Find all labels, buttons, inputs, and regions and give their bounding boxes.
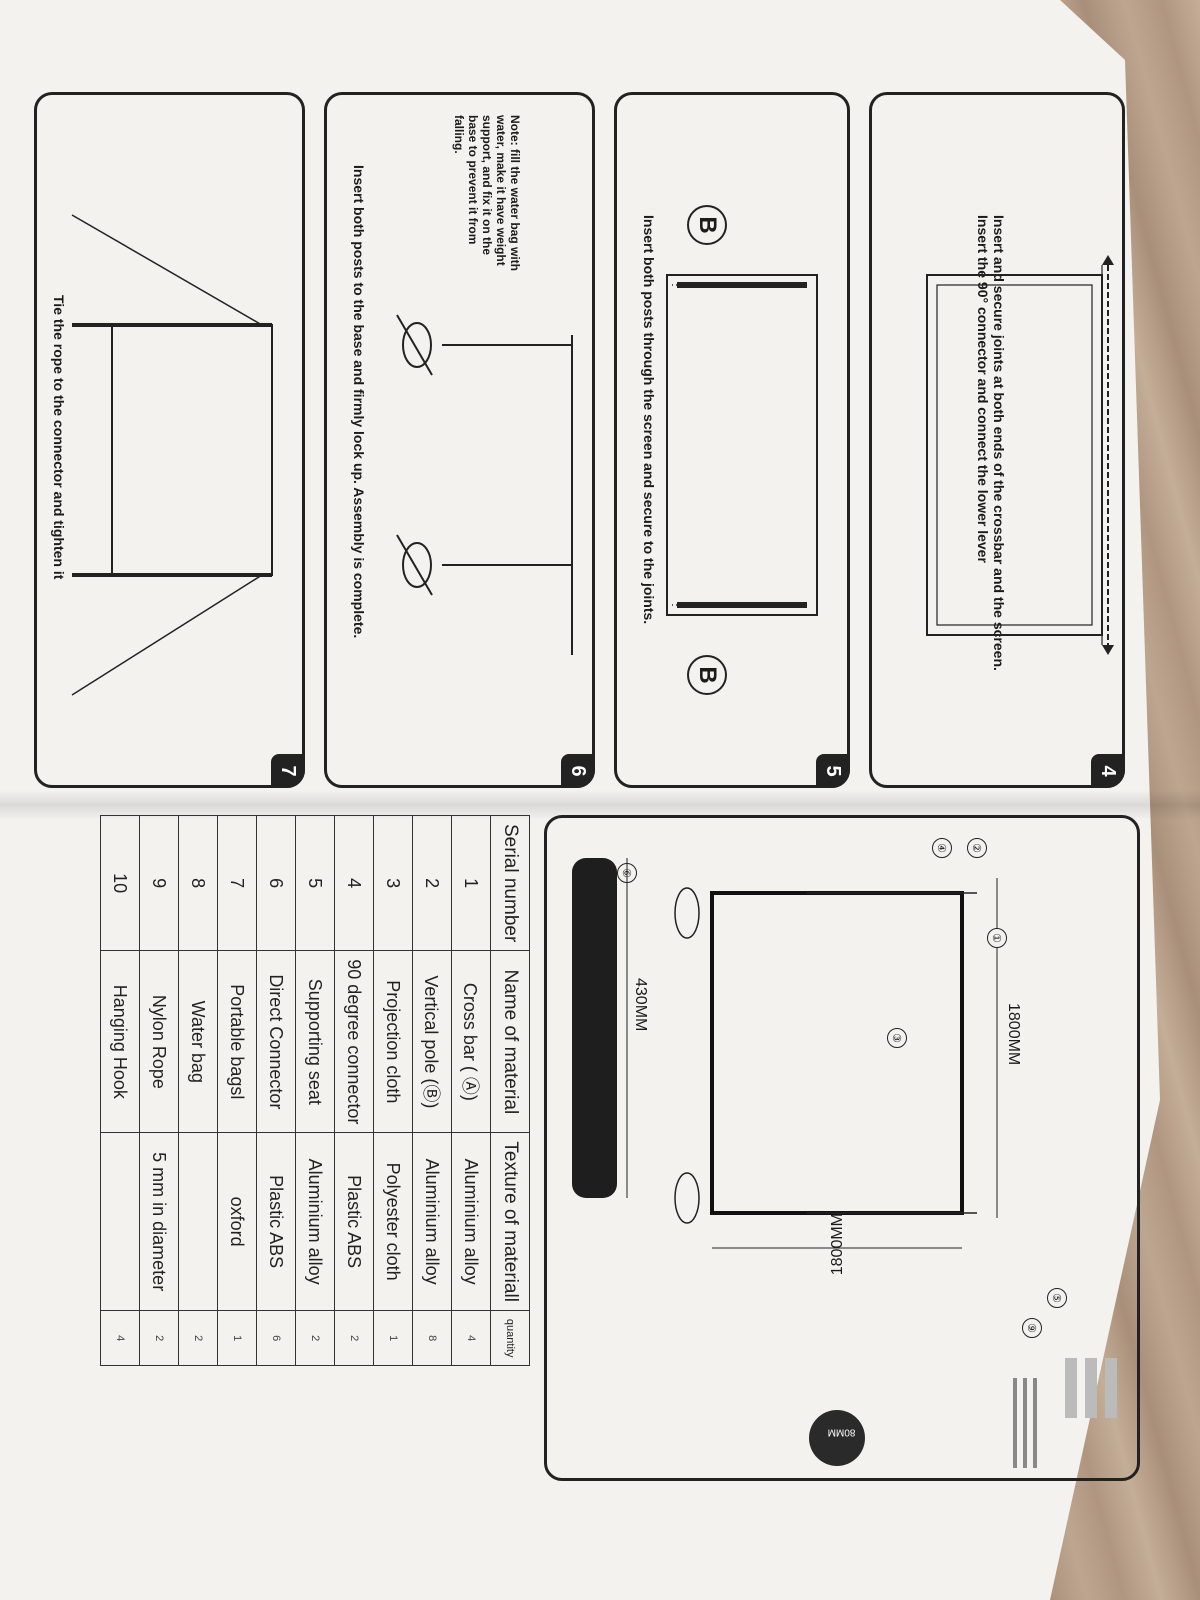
qty-cell: 2 [295, 1310, 335, 1366]
qty-cell: 4 [451, 1310, 491, 1366]
texture-cell: 5 mm in diameter [139, 1132, 179, 1311]
serial-cell: 8 [178, 815, 218, 951]
texture-cell: Plastic ABS [334, 1132, 374, 1311]
serial-cell: 6 [256, 815, 296, 951]
serial-cell: 10 [100, 815, 140, 951]
texture-cell: Aluminium alloy [295, 1132, 335, 1311]
texture-cell: Aluminium alloy [451, 1132, 491, 1311]
qty-cell: 8 [412, 1310, 452, 1366]
qty-cell: 4 [100, 1310, 140, 1366]
parts-thumbnails [809, 1358, 1117, 1468]
texture-cell: Aluminium alloy [412, 1132, 452, 1311]
qty-cell: 6 [256, 1310, 296, 1366]
name-cell: Supporting seat [295, 950, 335, 1133]
col-header: Name of material [490, 950, 530, 1133]
col-header: quantity [490, 1310, 530, 1366]
overview-panel: 1800MM 1800MM ① ③ ② ④ ⑥ ⑤ ⑨ 80MM 430MM [544, 815, 1140, 1481]
texture-cell [178, 1132, 218, 1311]
texture-cell [100, 1132, 140, 1311]
serial-cell: 9 [139, 815, 179, 951]
name-cell: Water bag [178, 950, 218, 1133]
texture-cell: oxford [217, 1132, 257, 1311]
qty-cell: 2 [178, 1310, 218, 1366]
step-5-panel: 5 Insert both posts through the screen a… [614, 92, 850, 788]
step-4-panel: 4 Insert and secure joints at both ends … [869, 92, 1125, 788]
step-6-panel: 6 Insert both posts to the base and firm… [324, 92, 595, 788]
bag-length-label: 430MM [632, 978, 649, 1032]
serial-cell: 3 [373, 815, 413, 951]
texture-cell: Polyester cloth [373, 1132, 413, 1311]
col-header: Texture of materiall [490, 1132, 530, 1311]
paper-fold [0, 790, 1200, 820]
name-cell: Direct Connector [256, 950, 296, 1133]
post-b-callout: B [687, 205, 727, 245]
step-6-base-drawing [396, 314, 573, 655]
serial-cell: 5 [295, 815, 335, 951]
table-header-row: Serial number Name of material Texture o… [490, 815, 530, 1366]
name-cell: Hanging Hook [100, 950, 140, 1133]
name-cell: Portable bagsl [217, 950, 257, 1133]
post-b-callout: B [687, 655, 727, 695]
qty-cell: 1 [373, 1310, 413, 1366]
serial-cell: 7 [217, 815, 257, 951]
step-7-rope-drawing [71, 214, 273, 696]
serial-cell: 2 [412, 815, 452, 951]
name-cell: Nylon Rope [139, 950, 179, 1133]
qty-cell: 2 [334, 1310, 374, 1366]
parts-table: Serial number Name of material Texture o… [100, 815, 530, 1366]
step-7-panel: 7 Tie the rope to the connector and tigh… [34, 92, 305, 788]
name-cell: Projection cloth [373, 950, 413, 1133]
serial-cell: 1 [451, 815, 491, 951]
name-cell: 90 degree connector [334, 950, 374, 1133]
carry-bag-drawing [572, 858, 628, 1198]
serial-cell: 4 [334, 815, 374, 951]
texture-cell: Plastic ABS [256, 1132, 296, 1311]
step-4-screen-drawing [926, 255, 1114, 655]
qty-cell: 2 [139, 1310, 179, 1366]
col-header: Serial number [490, 815, 530, 951]
name-cell: Vertical pole (Ⓑ) [412, 950, 452, 1133]
name-cell: Cross bar ( Ⓐ) [451, 950, 491, 1133]
instruction-sheet: 4 Insert and secure joints at both ends … [34, 92, 1140, 1481]
step-5-posts-drawing [666, 274, 818, 616]
qty-cell: 1 [217, 1310, 257, 1366]
